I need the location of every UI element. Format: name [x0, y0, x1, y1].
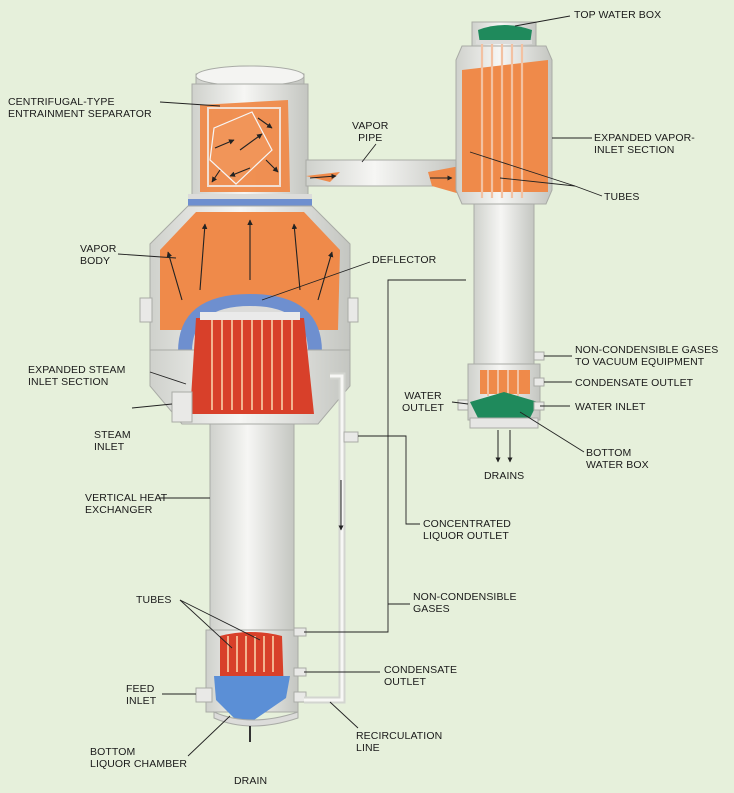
- label-expanded-vapor-inlet: EXPANDED VAPOR-INLET SECTION: [594, 132, 695, 156]
- vapor-pipe-group: [305, 159, 460, 194]
- left-evaporator: [139, 65, 359, 742]
- heat-exchanger-shell: [209, 423, 295, 631]
- label-drains: DRAINS: [484, 470, 525, 482]
- label-tubes-lower: TUBES: [136, 594, 172, 606]
- label-drain: DRAIN: [234, 775, 268, 787]
- label-deflector: DEFLECTOR: [372, 254, 437, 266]
- right-condenser: [455, 21, 553, 463]
- label-water-inlet: WATER INLET: [575, 401, 646, 413]
- leader-lines: [117, 15, 603, 757]
- recirculation-pipe: [304, 372, 346, 704]
- label-top-water-box: TOP WATER BOX: [574, 9, 662, 21]
- label-condensate-outlet-upper: CONDENSATE OUTLET: [575, 377, 694, 389]
- liquor-chamber: [214, 676, 290, 720]
- top-water-box-fill: [478, 25, 532, 44]
- label-tubes-upper: TUBES: [604, 191, 640, 203]
- bottom-water-box-fill: [470, 392, 538, 418]
